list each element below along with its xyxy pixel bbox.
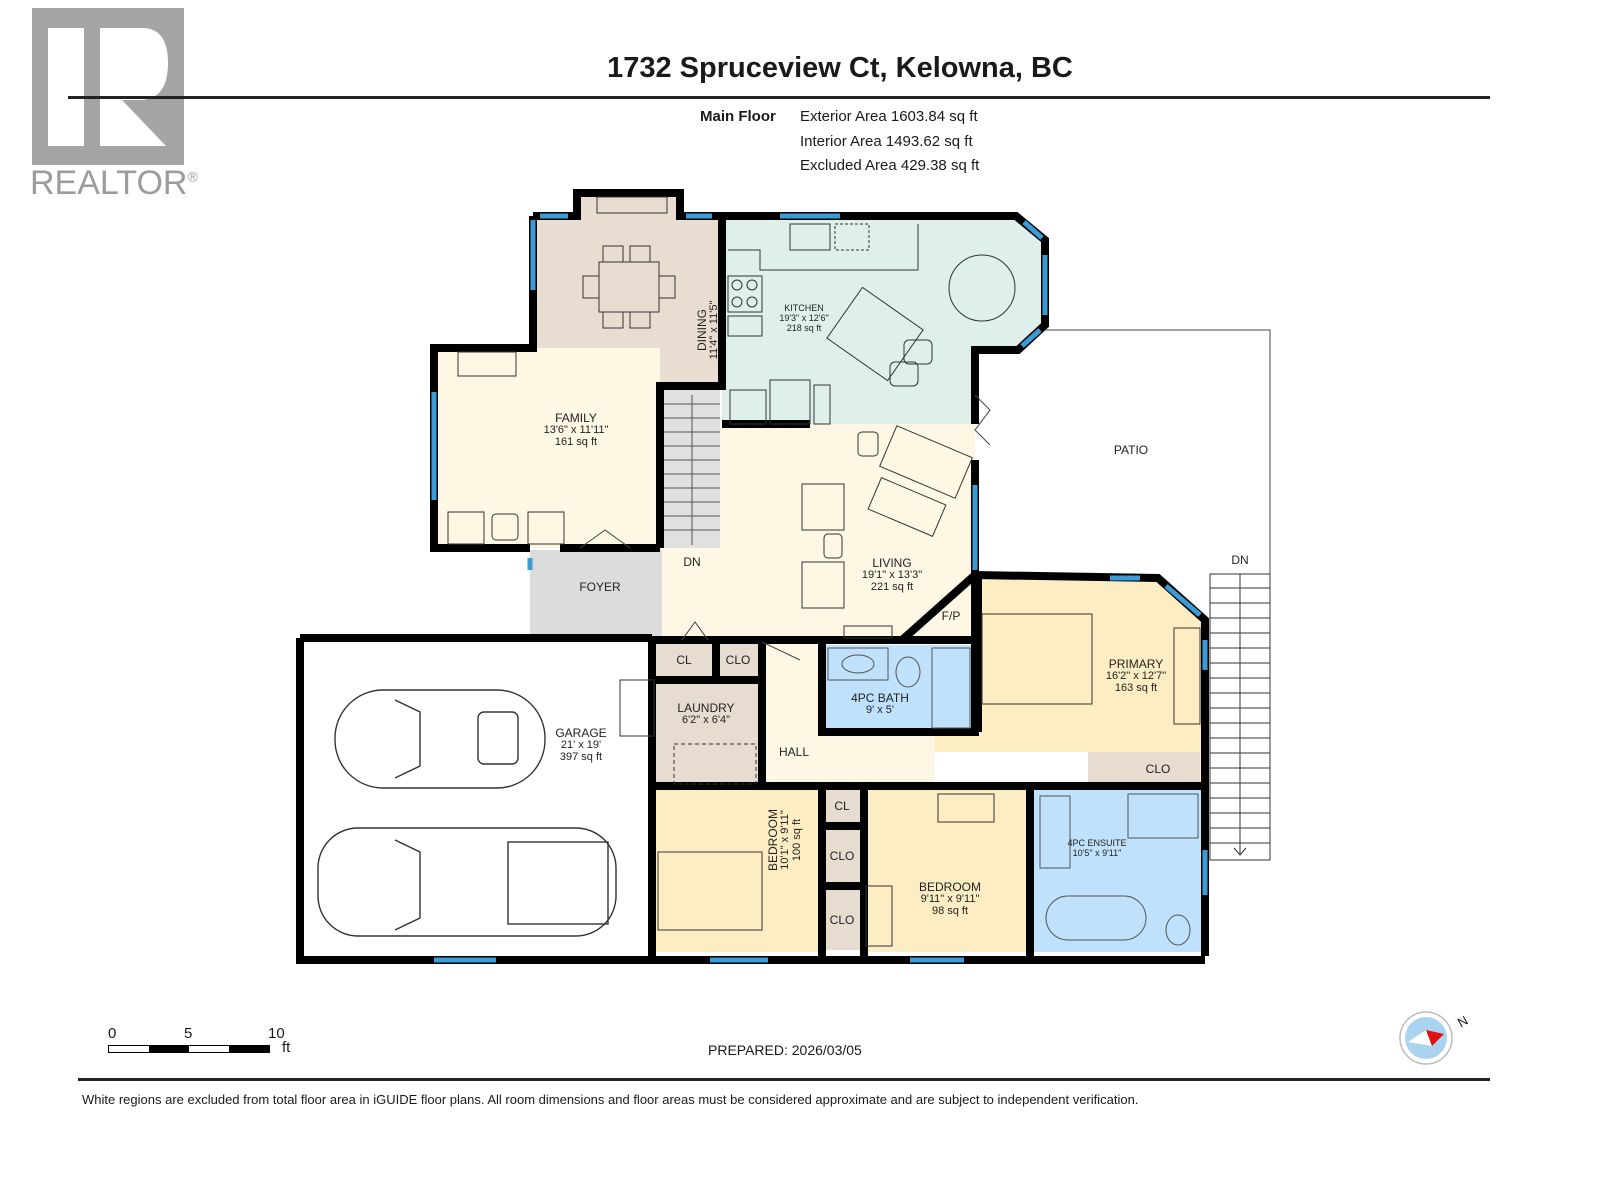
exterior-stairs-dn-label: DN <box>1231 554 1248 566</box>
excluded-area: Excluded Area 429.38 sq ft <box>800 157 980 174</box>
room-living: LIVING 19'1" x 13'3" 221 sq ft <box>862 557 922 593</box>
room-name: CL <box>834 799 850 813</box>
room-primary: PRIMARY 16'2" x 12'7" 163 sq ft <box>1106 658 1166 694</box>
room-name: BEDROOM <box>766 808 780 872</box>
room-dims: 19'3" x 12'6" <box>779 313 829 323</box>
interior-area: Interior Area 1493.62 sq ft <box>800 133 973 150</box>
room-dining: DINING 11'4" x 11'5" <box>695 300 720 360</box>
room-name: CLO <box>829 849 855 863</box>
room-cl-2: CL <box>834 800 849 812</box>
room-garage: GARAGE 21' x 19' 397 sq ft <box>555 727 606 763</box>
room-name: F/P <box>941 609 961 623</box>
room-name: PRIMARY <box>1108 657 1164 671</box>
room-bedroom-2: BEDROOM 9'11" x 9'11" 98 sq ft <box>919 881 981 917</box>
room-patio: PATIO <box>1114 444 1148 456</box>
room-clo-2: CLO <box>830 850 855 862</box>
disclaimer: White regions are excluded from total fl… <box>82 1092 1139 1107</box>
room-area: 98 sq ft <box>931 905 969 917</box>
stairs-dn-label: DN <box>683 556 700 568</box>
room-name: FAMILY <box>555 411 597 425</box>
dining-fill <box>533 193 722 386</box>
scale-unit: ft <box>282 1039 291 1056</box>
room-area: 100 sq ft <box>791 818 803 862</box>
room-area: 397 sq ft <box>559 751 603 763</box>
room-name: CLO <box>829 913 855 927</box>
car-icon <box>334 689 546 789</box>
room-area: 163 sq ft <box>1114 682 1158 694</box>
room-name: LIVING <box>872 556 912 570</box>
room-kitchen: KITCHEN 19'3" x 12'6" 218 sq ft <box>779 303 828 333</box>
room-name: DN <box>1231 553 1249 567</box>
realtor-logo <box>32 8 184 165</box>
room-name: 4PC ENSUITE <box>1067 838 1127 848</box>
room-name: DINING <box>695 309 709 352</box>
room-cl-1: CL <box>676 654 691 666</box>
room-dims: 6'2" x 6'4" <box>681 714 731 726</box>
room-hall: HALL <box>779 746 809 758</box>
room-name: CLO <box>1145 762 1171 776</box>
room-foyer: FOYER <box>579 581 620 593</box>
footer-divider <box>78 1078 1490 1081</box>
room-name: KITCHEN <box>784 303 824 313</box>
room-clo-3: CLO <box>830 914 855 926</box>
scale-bar: 0 5 10 ft <box>108 1025 308 1059</box>
room-dims: 13'6" x 11'11" <box>543 424 609 436</box>
foyer-fill <box>530 550 662 638</box>
room-name: 4PC BATH <box>851 691 909 705</box>
room-ensuite: 4PC ENSUITE 10'5" x 9'11" <box>1067 838 1126 858</box>
room-name: FOYER <box>579 580 621 594</box>
prepared-date: PREPARED: 2026/03/05 <box>708 1042 862 1058</box>
exterior-stairs <box>1209 573 1271 861</box>
room-name: CL <box>676 653 692 667</box>
room-dims: 16'2" x 12'7" <box>1105 670 1167 682</box>
room-dims: 21' x 19' <box>560 739 602 751</box>
header-divider <box>68 96 1490 99</box>
room-name: LAUNDRY <box>677 701 735 715</box>
room-area: 221 sq ft <box>870 581 914 593</box>
kitchen-fill <box>722 216 1045 424</box>
room-clo-primary: CLO <box>1146 763 1171 775</box>
room-name: HALL <box>778 745 810 759</box>
realtor-wordmark-text: REALTOR <box>30 164 188 202</box>
room-dims: 9'11" x 9'11" <box>920 893 980 905</box>
room-area: 161 sq ft <box>554 436 598 448</box>
exterior-area: Exterior Area 1603.84 sq ft <box>800 108 978 125</box>
north-arrow-icon <box>1399 1011 1453 1065</box>
room-fireplace: F/P <box>942 610 961 622</box>
room-dims: 9' x 5' <box>865 704 895 716</box>
truck-icon <box>317 827 617 937</box>
room-bedroom-1: BEDROOM 10'1" x 9'11" 100 sq ft <box>766 808 803 872</box>
room-dims: 11'4" x 11'5" <box>708 300 720 360</box>
room-area: 218 sq ft <box>786 323 822 333</box>
room-name: BEDROOM <box>918 880 982 894</box>
room-name: PATIO <box>1113 443 1149 457</box>
room-name: GARAGE <box>555 726 607 740</box>
living-fill <box>660 424 975 640</box>
scale-tick: 5 <box>184 1025 193 1042</box>
compass: N <box>1398 1010 1471 1075</box>
room-family: FAMILY 13'6" x 11'11" 161 sq ft <box>544 412 609 448</box>
family-fill <box>434 348 660 548</box>
room-bath: 4PC BATH 9' x 5' <box>851 692 909 716</box>
scale-tick: 0 <box>108 1025 117 1042</box>
room-dims: 19'1" x 13'3" <box>861 569 923 581</box>
room-name: CLO <box>725 653 751 667</box>
room-name: DN <box>683 555 701 569</box>
room-clo-1: CLO <box>726 654 751 666</box>
realtor-wordmark: REALTOR® <box>30 164 198 203</box>
room-dims: 10'1" x 9'11" <box>779 810 791 870</box>
scale-tick: 10 <box>268 1025 285 1042</box>
room-laundry: LAUNDRY 6'2" x 6'4" <box>677 702 734 726</box>
page-title: 1732 Spruceview Ct, Kelowna, BC <box>607 52 1073 84</box>
floor-label: Main Floor <box>700 108 776 125</box>
scale-bar-graphic <box>108 1045 270 1053</box>
realtor-r-icon <box>48 28 168 146</box>
registered-mark: ® <box>187 168 198 185</box>
room-dims: 10'5" x 9'11" <box>1072 848 1122 858</box>
